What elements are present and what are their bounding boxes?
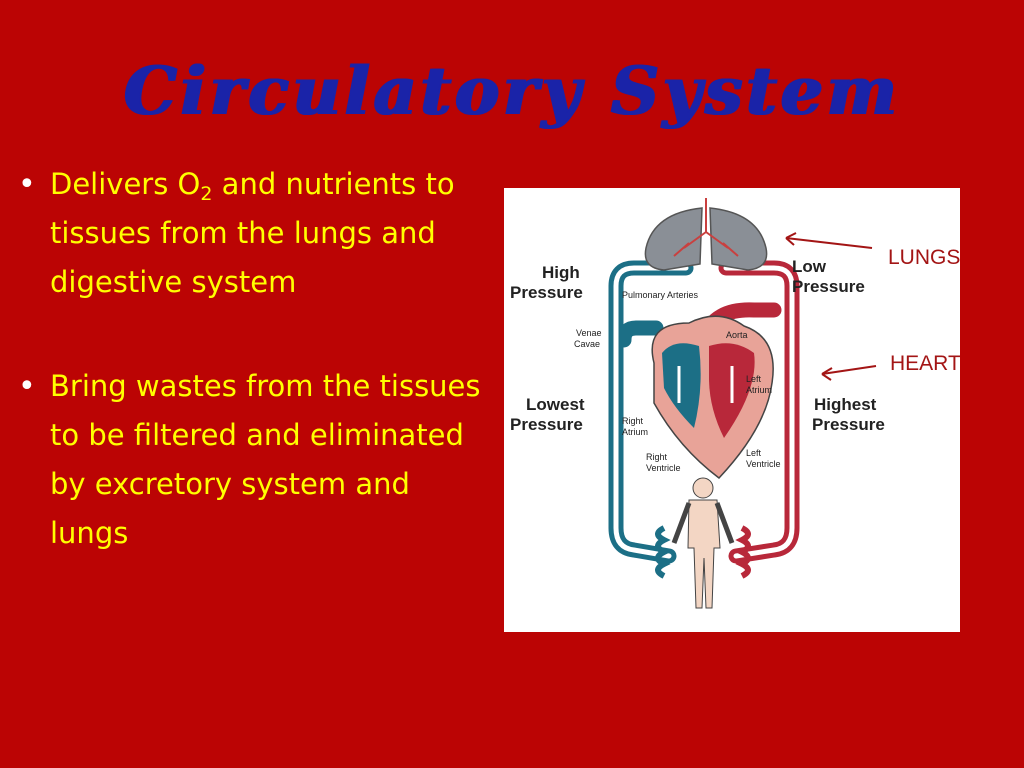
highest-pressure-label-line2: Pressure [812,415,885,434]
right-atrium-label-line1: Right [622,416,644,426]
heart-callout-label: HEART [890,352,960,375]
red-vessel-inner [723,265,795,559]
heart-callout-arrow-icon [821,365,877,381]
left-atrium-label-line2: Atrium [746,385,772,395]
lungs-callout-label: LUNGS [888,246,960,269]
lowest-pressure-label-line1: Lowest [526,395,585,414]
blue-vessel-inner [613,265,689,559]
circulatory-diagram: High Pressure Low Pressure Lowest Pressu… [504,188,960,632]
venae-cavae-label-line2: Cavae [574,339,600,349]
left-ventricle-label-line2: Ventricle [746,459,781,469]
bullet-1-text-post: and nutrients to tissues from the lungs … [50,167,455,299]
right-atrium-label-line2: Atrium [622,427,648,437]
bullet-1-text-pre: Delivers O [50,167,201,201]
bullet-list: • Delivers O2 and nutrients to tissues fr… [18,160,488,558]
pulmonary-arteries-label: Pulmonary Arteries [622,290,699,300]
right-ventricle-label-line2: Ventricle [646,463,681,473]
lungs-illustration [644,198,768,271]
lungs-callout-arrow-icon [785,232,873,249]
high-pressure-label-line2: Pressure [510,283,583,302]
low-pressure-label-line2: Pressure [792,277,865,296]
right-ventricle-label-line1: Right [646,452,668,462]
bullet-1-subscript: 2 [200,183,213,205]
left-ventricle-label-line1: Left [746,448,762,458]
heart-illustration [651,315,774,480]
bullet-item-2: • Bring wastes from the tissues to be fil… [18,362,488,558]
bullet-2-text: Bring wastes from the tissues to be filt… [50,369,481,550]
capillary-beds [655,525,751,579]
bullet-dot-icon: • [18,369,36,404]
left-atrium-label-line1: Left [746,374,762,384]
aorta-label: Aorta [726,330,748,340]
bullet-dot-icon: • [18,167,36,202]
body-figure [671,477,735,609]
lowest-pressure-label-line2: Pressure [510,415,583,434]
high-pressure-label-line1: High [542,263,580,282]
low-pressure-label-line1: Low [792,257,827,276]
slide-title: Circulatory System [123,52,901,130]
bullet-item-1: • Delivers O2 and nutrients to tissues fr… [18,160,488,307]
venae-cavae-label-line1: Venae [576,328,602,338]
highest-pressure-label-line1: Highest [814,395,877,414]
circulation-diagram-svg: High Pressure Low Pressure Lowest Pressu… [510,198,960,609]
